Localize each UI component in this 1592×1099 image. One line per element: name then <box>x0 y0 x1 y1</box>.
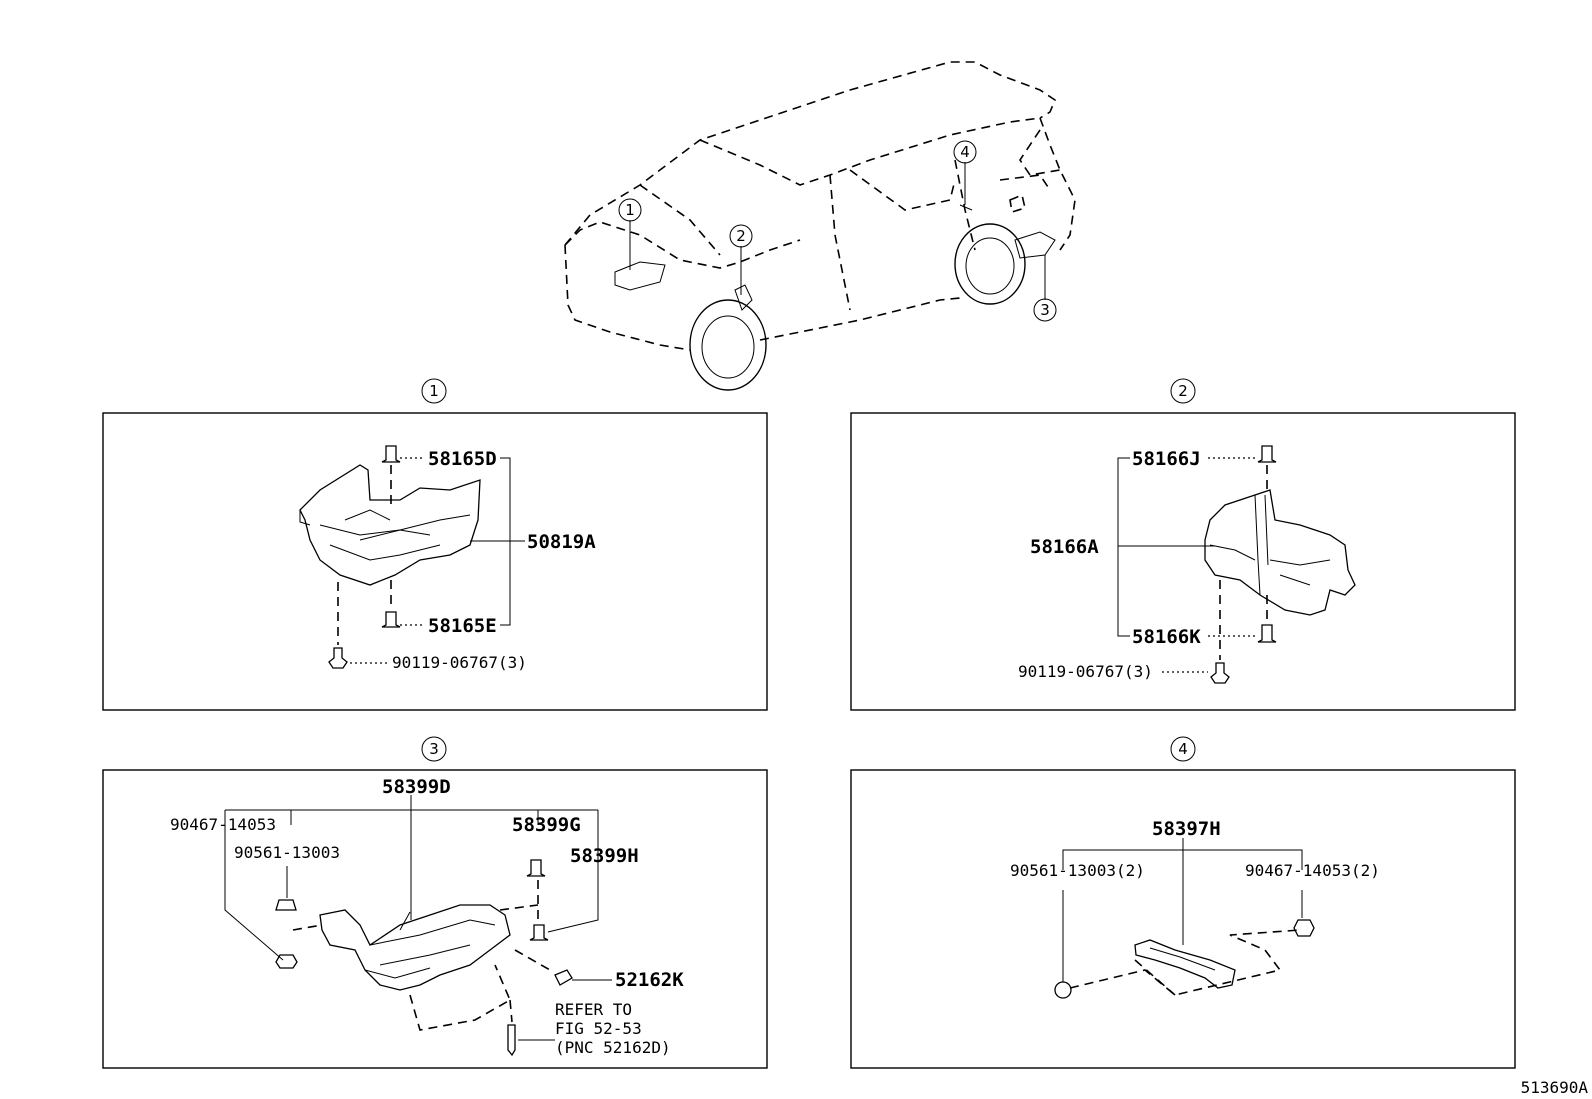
panel-3: 3 58399D 90467-14053 9056 <box>102 736 768 1069</box>
vehicle-callout-4: 4 <box>960 143 970 161</box>
panel-3-index: 3 <box>429 740 439 758</box>
part-90467-14053-2: 90467-14053(2) <box>1245 861 1380 880</box>
refer-line-2: FIG 52-53 <box>555 1019 642 1038</box>
part-52162K: 52162K <box>615 969 684 991</box>
panel-2-index: 2 <box>1178 382 1188 400</box>
panel-2: 2 58166J 58166A 58166K 90119-06767(3) <box>850 378 1516 711</box>
part-58165D: 58165D <box>428 448 497 470</box>
vehicle-callout-3: 3 <box>1040 301 1050 319</box>
panel-1-index: 1 <box>429 382 439 400</box>
part-58165E: 58165E <box>428 615 497 637</box>
part-90561-13003: 90561-13003 <box>234 843 340 862</box>
panel-1: 1 58165D 50819A 58165E 90119-06767(3) <box>102 378 768 711</box>
panel-4-index: 4 <box>1178 740 1188 758</box>
vehicle-callout-2: 2 <box>736 227 746 245</box>
part-90561-13003-2: 90561-13003(2) <box>1010 861 1145 880</box>
part-90119-06767: 90119-06767(3) <box>392 653 527 672</box>
vehicle-callout-1: 1 <box>625 201 635 219</box>
refer-line-1: REFER TO <box>555 1000 632 1019</box>
refer-line-3: (PNC 52162D) <box>555 1038 671 1057</box>
part-58399D: 58399D <box>382 776 451 798</box>
vehicle-outline <box>564 61 1076 391</box>
part-58399H: 58399H <box>570 845 639 867</box>
part-58397H: 58397H <box>1152 818 1221 840</box>
part-58166J: 58166J <box>1132 448 1201 470</box>
part-90467-14053: 90467-14053 <box>170 815 276 834</box>
part-58399G: 58399G <box>512 814 581 836</box>
part-90119-06767-b: 90119-06767(3) <box>1018 662 1153 681</box>
part-58166A: 58166A <box>1030 536 1099 558</box>
vehicle-callouts: 1 2 3 4 <box>618 140 1057 322</box>
part-58166K: 58166K <box>1132 626 1201 648</box>
part-50819A: 50819A <box>527 531 596 553</box>
panel-4: 4 58397H 90561-13003(2) 90467-14053(2) <box>850 736 1516 1069</box>
figure-id: 513690A <box>1521 1078 1589 1097</box>
